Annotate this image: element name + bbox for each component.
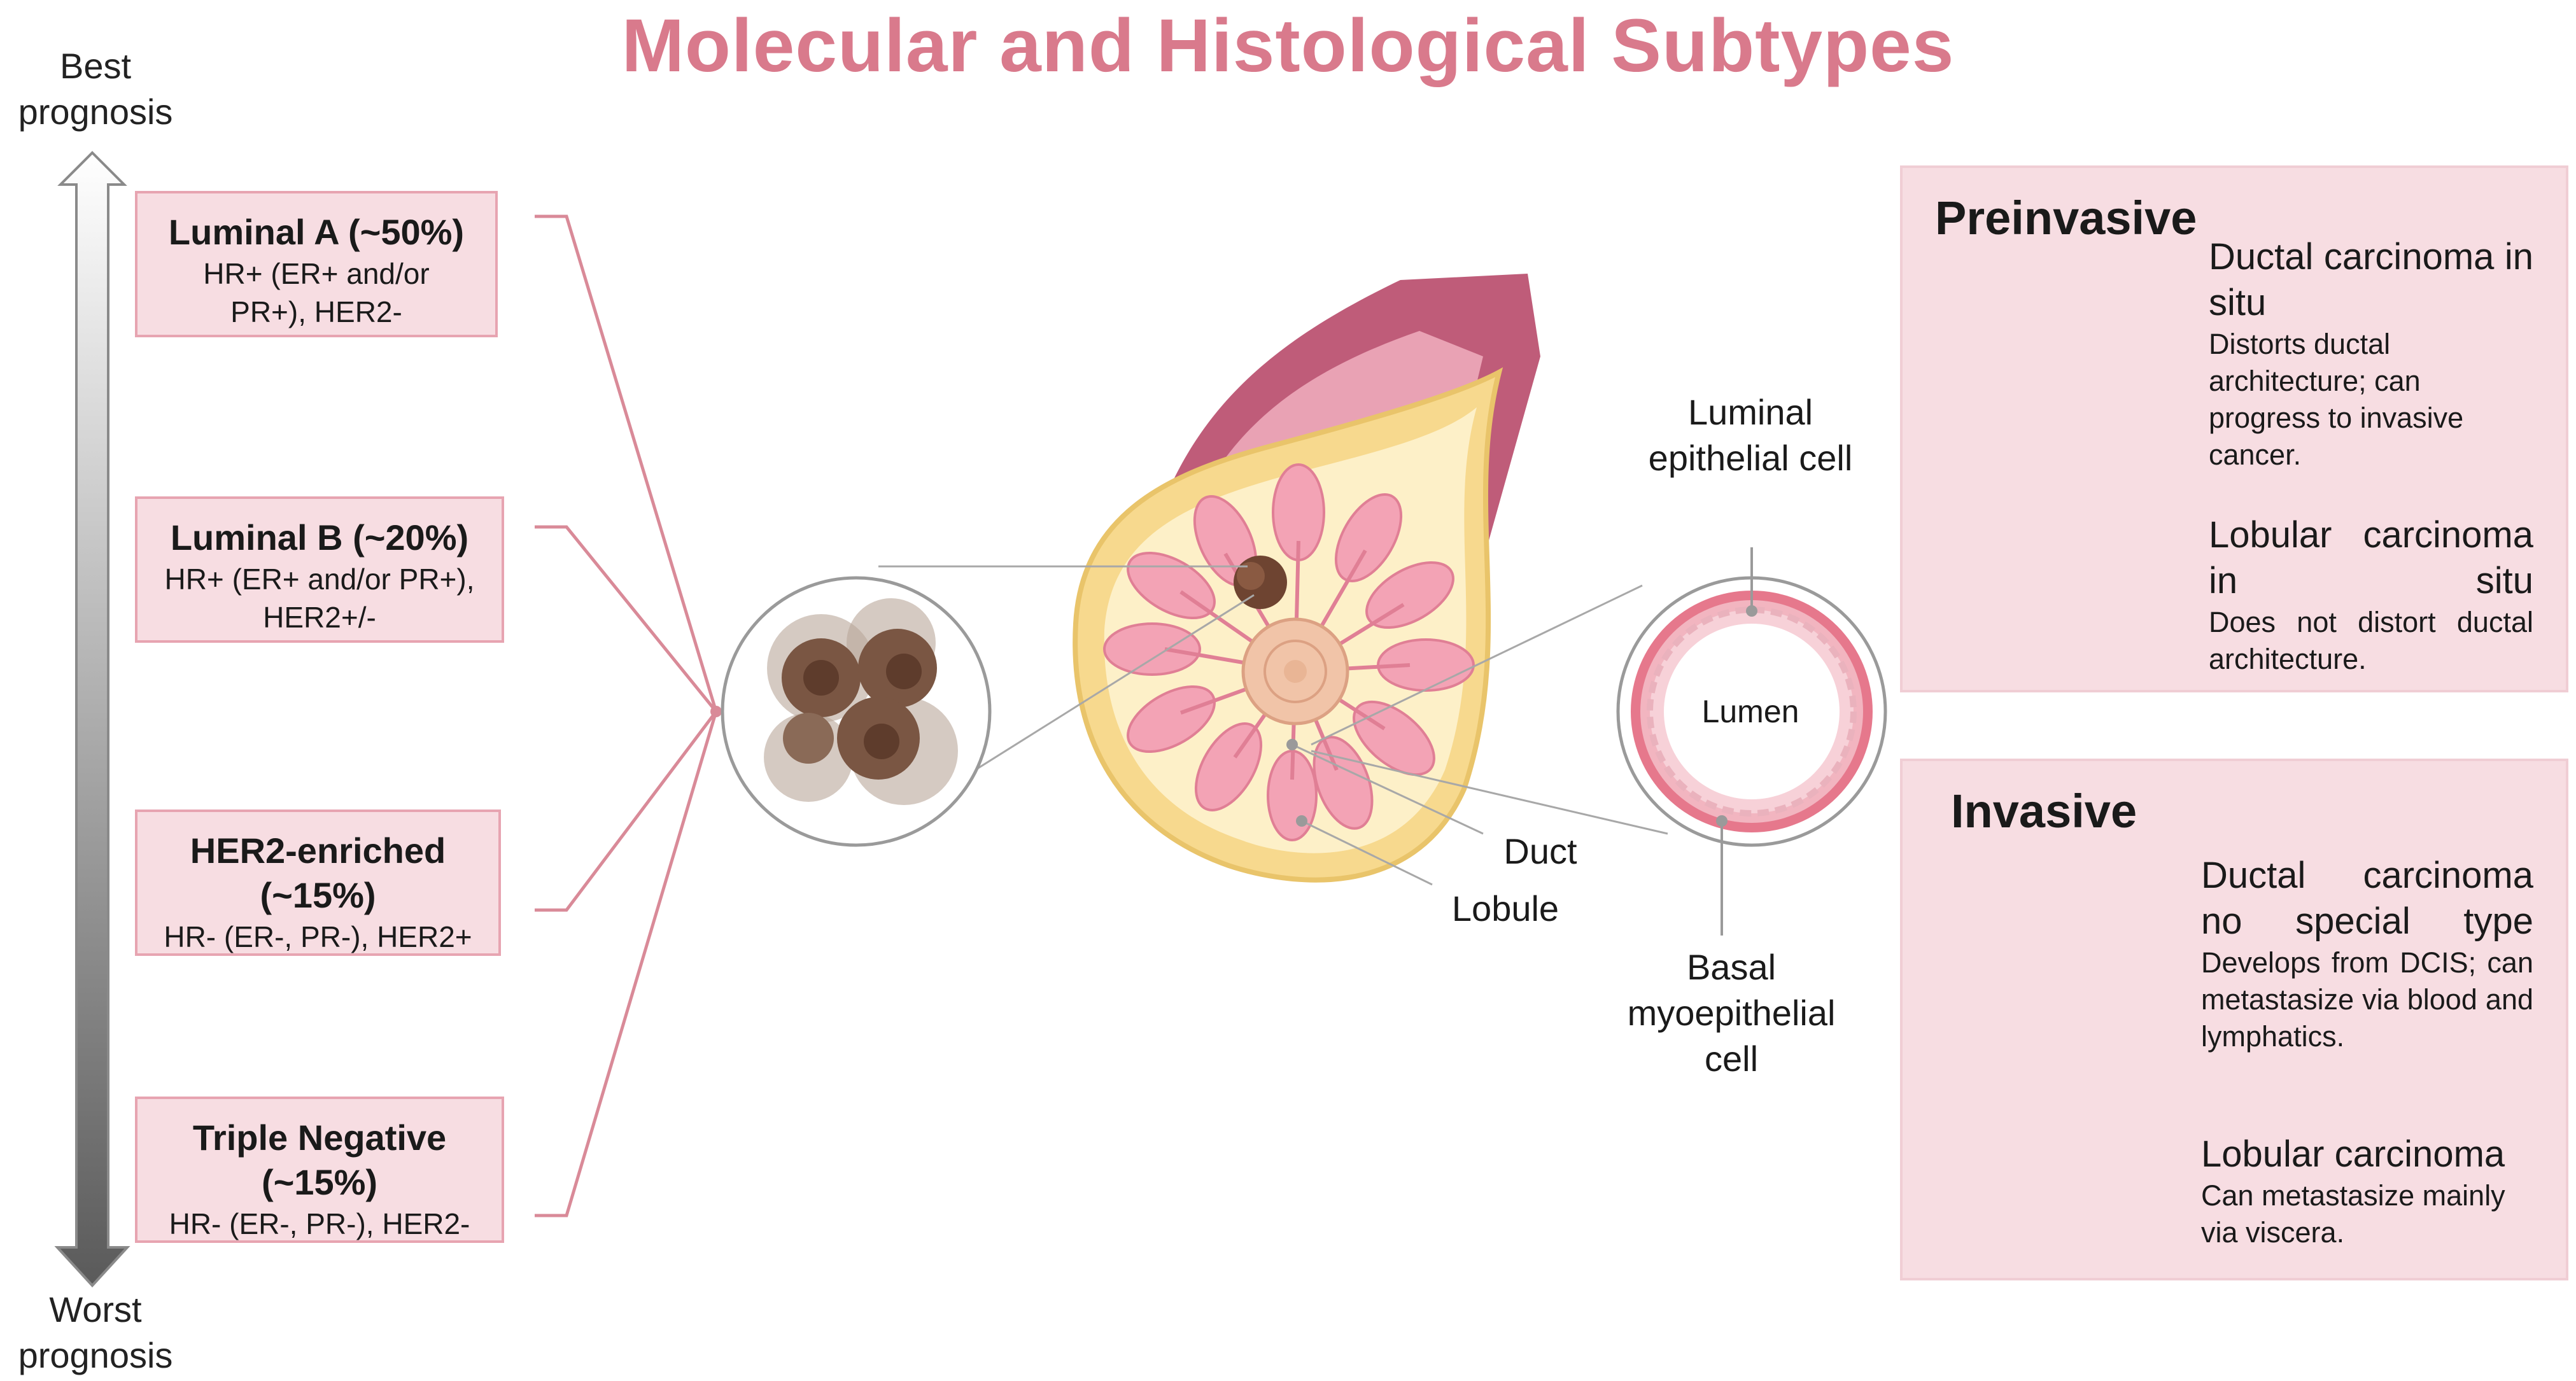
- basal-myoepithelial-cell-label: Basal myoepithelial cell: [1627, 947, 1836, 1079]
- subtype-luminal-b: Luminal B (~20%) HR+ (ER+ and/or PR+), H…: [135, 496, 504, 643]
- ductal-nst-entry: Ductal carcinoma no special type Develop…: [2201, 853, 2533, 1055]
- lobule-label: Lobule: [1451, 888, 1559, 929]
- preinvasive-title: Preinvasive: [1935, 192, 2197, 244]
- dcis-description: Distorts ductal architecture; can progre…: [2209, 328, 2464, 471]
- subtype-name: Luminal B (~20%): [170, 517, 469, 557]
- dcis-name: Ductal carcinoma in situ: [2209, 236, 2533, 323]
- tumor-cell-cluster: [764, 598, 958, 805]
- subtype-description: HR- (ER-, PR-), HER2+: [164, 920, 472, 953]
- preinvasive-panel: [1900, 165, 2568, 692]
- worst-prognosis-label: Worst prognosis: [18, 1289, 173, 1375]
- subtype-name: Triple Negative (~15%): [192, 1118, 447, 1202]
- ductal-nst-name: Ductal carcinoma no special type: [2201, 855, 2533, 942]
- invasive-panel: [1900, 759, 2568, 1280]
- invasive-title: Invasive: [1951, 785, 2137, 838]
- subtype-connectors: [535, 214, 718, 1217]
- luminal-epithelial-cell-label: Luminal epithelial cell: [1648, 392, 1853, 478]
- lobular-carcinoma-entry: Lobular carcinoma Can metastasize mainly…: [2201, 1132, 2533, 1251]
- subtype-name: HER2-enriched (~15%): [190, 831, 446, 915]
- lcis-entry: Lobular carcinoma in situ Does not disto…: [2209, 512, 2533, 678]
- duct-label: Duct: [1503, 831, 1577, 871]
- subtype-name: Luminal A (~50%): [168, 212, 465, 252]
- subtype-description: HR+ (ER+ and/or PR+), HER2-: [203, 257, 430, 328]
- ductal-nst-description: Develops from DCIS; can metastasize via …: [2201, 946, 2533, 1053]
- subtype-description: HR- (ER-, PR-), HER2-: [169, 1207, 470, 1240]
- figure-title: Molecular and Histological Subtypes: [621, 4, 1955, 88]
- subtype-her2-enriched: HER2-enriched (~15%) HR- (ER-, PR-), HER…: [135, 810, 501, 956]
- lobular-carcinoma-description: Can metastasize mainly via viscera.: [2201, 1179, 2505, 1249]
- subtype-description: HR+ (ER+ and/or PR+), HER2+/-: [164, 563, 475, 634]
- dcis-entry: Ductal carcinoma in situ Distorts ductal…: [2209, 234, 2533, 473]
- best-prognosis-label: Best prognosis: [18, 46, 173, 132]
- subtype-triple-negative: Triple Negative (~15%) HR- (ER-, PR-), H…: [135, 1097, 504, 1243]
- lcis-name: Lobular carcinoma in situ: [2209, 514, 2533, 601]
- lumen-label: Lumen: [1701, 694, 1799, 729]
- subtype-luminal-a: Luminal A (~50%) HR+ (ER+ and/or PR+), H…: [135, 191, 498, 337]
- lobular-carcinoma-name: Lobular carcinoma: [2201, 1133, 2505, 1175]
- lcis-description: Does not distort ductal architecture.: [2209, 606, 2533, 675]
